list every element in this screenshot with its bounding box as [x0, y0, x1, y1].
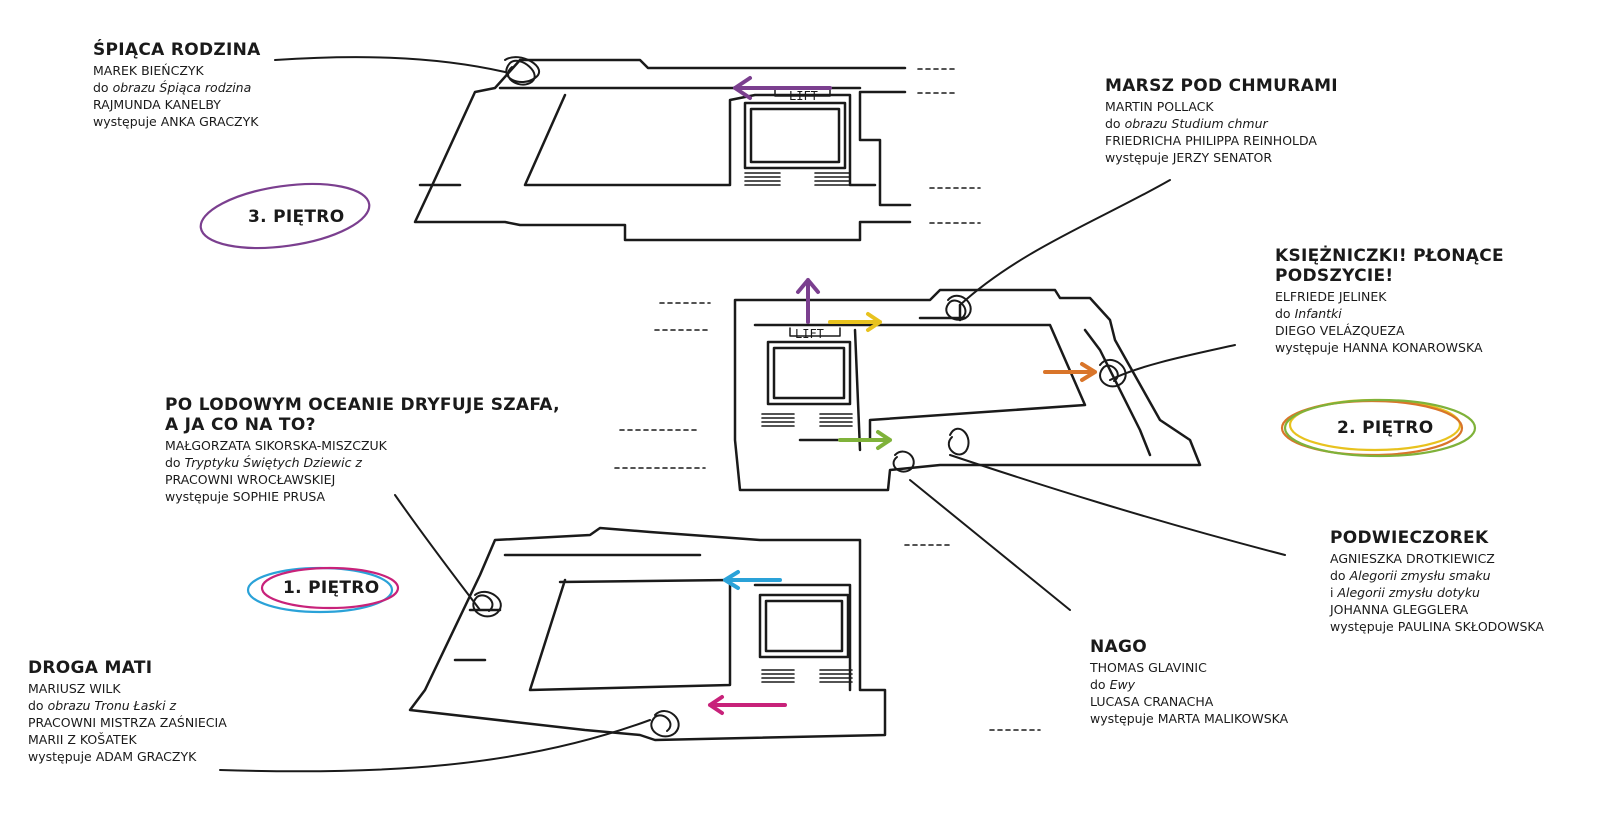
- label-painter: PRACOWNI MISTRZA ZAŚNIECIA: [28, 715, 227, 730]
- lift-label-2nd: LIFT: [795, 327, 824, 341]
- arrow-orange-icon: [1043, 362, 1097, 382]
- arrow-3rd-purple-icon: [733, 76, 832, 100]
- label-po-lodowym-oceanie: PO LODOWYM OCEANIE DRYFUJE SZAFA, A JA C…: [165, 395, 560, 505]
- label-performer: występuje MARTA MALIKOWSKA: [1090, 711, 1289, 726]
- floor3-plan: [413, 58, 981, 242]
- label-marsz-pod-chmurami: MARSZ POD CHMURAMI MARTIN POLLACK do obr…: [1105, 76, 1338, 166]
- scribble-markers: [472, 56, 1127, 738]
- label-painter: JOHANNA GLEGGLERA: [1330, 602, 1469, 617]
- floor3-circle: [199, 182, 371, 250]
- label-author: MARIUSZ WILK: [28, 681, 121, 696]
- label-ksiezniczki: KSIĘŻNICZKI! PŁONĄCE PODSZYCIE! ELFRIEDE…: [1275, 246, 1613, 356]
- label-work: do obrazu Studium chmur: [1105, 116, 1268, 131]
- label-title: MARSZ POD CHMURAMI: [1105, 76, 1338, 96]
- label-work: do Ewy: [1090, 677, 1136, 692]
- leader-lines: [219, 56, 1286, 773]
- arrow-blue-icon: [723, 570, 782, 590]
- label-podwieczorek: PODWIECZOREK AGNIESZKA DROTKIEWICZ do Al…: [1330, 528, 1544, 635]
- label-work-2: i Alegorii zmysłu dotyku: [1330, 585, 1480, 600]
- label-performer: występuje ADAM GRACZYK: [28, 749, 197, 764]
- label-title: KSIĘŻNICZKI! PŁONĄCE PODSZYCIE!: [1275, 246, 1504, 286]
- floor-label-3: 3. PIĘTRO: [248, 207, 345, 227]
- label-author: THOMAS GLAVINIC: [1090, 660, 1207, 675]
- label-author: MAREK BIEŃCZYK: [93, 63, 204, 78]
- label-title: NAGO: [1090, 637, 1147, 657]
- label-work: do obrazu Tronu Łaski z: [28, 698, 177, 713]
- label-title-line2: A JA CO NA TO?: [165, 415, 316, 435]
- floor-label-2: 2. PIĘTRO: [1337, 418, 1434, 438]
- label-painter: RAJMUNDA KANELBY: [93, 97, 221, 112]
- label-performer: występuje SOPHIE PRUSA: [165, 489, 326, 504]
- floor1-plan: [408, 526, 1041, 742]
- floor-label-1: 1. PIĘTRO: [283, 578, 380, 598]
- label-work: do Alegorii zmysłu smaku: [1330, 568, 1491, 583]
- label-work: do Infantki: [1275, 306, 1342, 321]
- label-performer: występuje HANNA KONAROWSKA: [1275, 340, 1483, 355]
- arrow-green-icon: [838, 430, 892, 450]
- label-painter: FRIEDRICHA PHILIPPA REINHOLDA: [1105, 133, 1317, 148]
- label-painter: LUCASA CRANACHA: [1090, 694, 1214, 709]
- label-title: PODWIECZOREK: [1330, 528, 1489, 548]
- label-performer: występuje PAULINA SKŁODOWSKA: [1330, 619, 1544, 634]
- arrow-yellow-icon: [828, 312, 882, 332]
- label-author: ELFRIEDE JELINEK: [1275, 289, 1387, 304]
- arrow-pink-icon: [708, 695, 787, 715]
- lift-label-3rd: LIFT: [789, 89, 818, 103]
- label-work: do Tryptyku Świętych Dziewic z: [165, 455, 362, 470]
- label-title: DROGA MATI: [28, 658, 153, 678]
- label-performer: występuje ANKA GRACZYK: [93, 114, 259, 129]
- label-performer: występuje JERZY SENATOR: [1105, 150, 1273, 165]
- label-title: ŚPIĄCA RODZINA: [93, 40, 261, 60]
- label-painter: DIEGO VELÁZQUEZA: [1275, 323, 1405, 338]
- label-author: AGNIESZKA DROTKIEWICZ: [1330, 551, 1495, 566]
- label-painter-2: MARII Z KOŠATEK: [28, 732, 137, 747]
- floor2-circle-green: [1283, 398, 1477, 458]
- label-author: MARTIN POLLACK: [1105, 99, 1214, 114]
- label-title-line1: PO LODOWYM OCEANIE DRYFUJE SZAFA,: [165, 395, 560, 415]
- floor1-circle-pink: [260, 566, 400, 610]
- label-work: do obrazu Śpiąca rodzina: [93, 80, 252, 95]
- label-droga-mati: DROGA MATI MARIUSZ WILK do obrazu Tronu …: [28, 658, 227, 765]
- label-painter: PRACOWNI WROCŁAWSKIEJ: [165, 472, 336, 487]
- arrow-up-purple-icon: [796, 278, 820, 324]
- label-author: MAŁGORZATA SIKORSKA-MISZCZUK: [165, 438, 387, 453]
- label-nago: NAGO THOMAS GLAVINIC do Ewy LUCASA CRANA…: [1090, 637, 1288, 727]
- label-spiaca-rodzina: ŚPIĄCA RODZINA MAREK BIEŃCZYK do obrazu …: [93, 40, 261, 130]
- floor2-plan: [614, 288, 1202, 492]
